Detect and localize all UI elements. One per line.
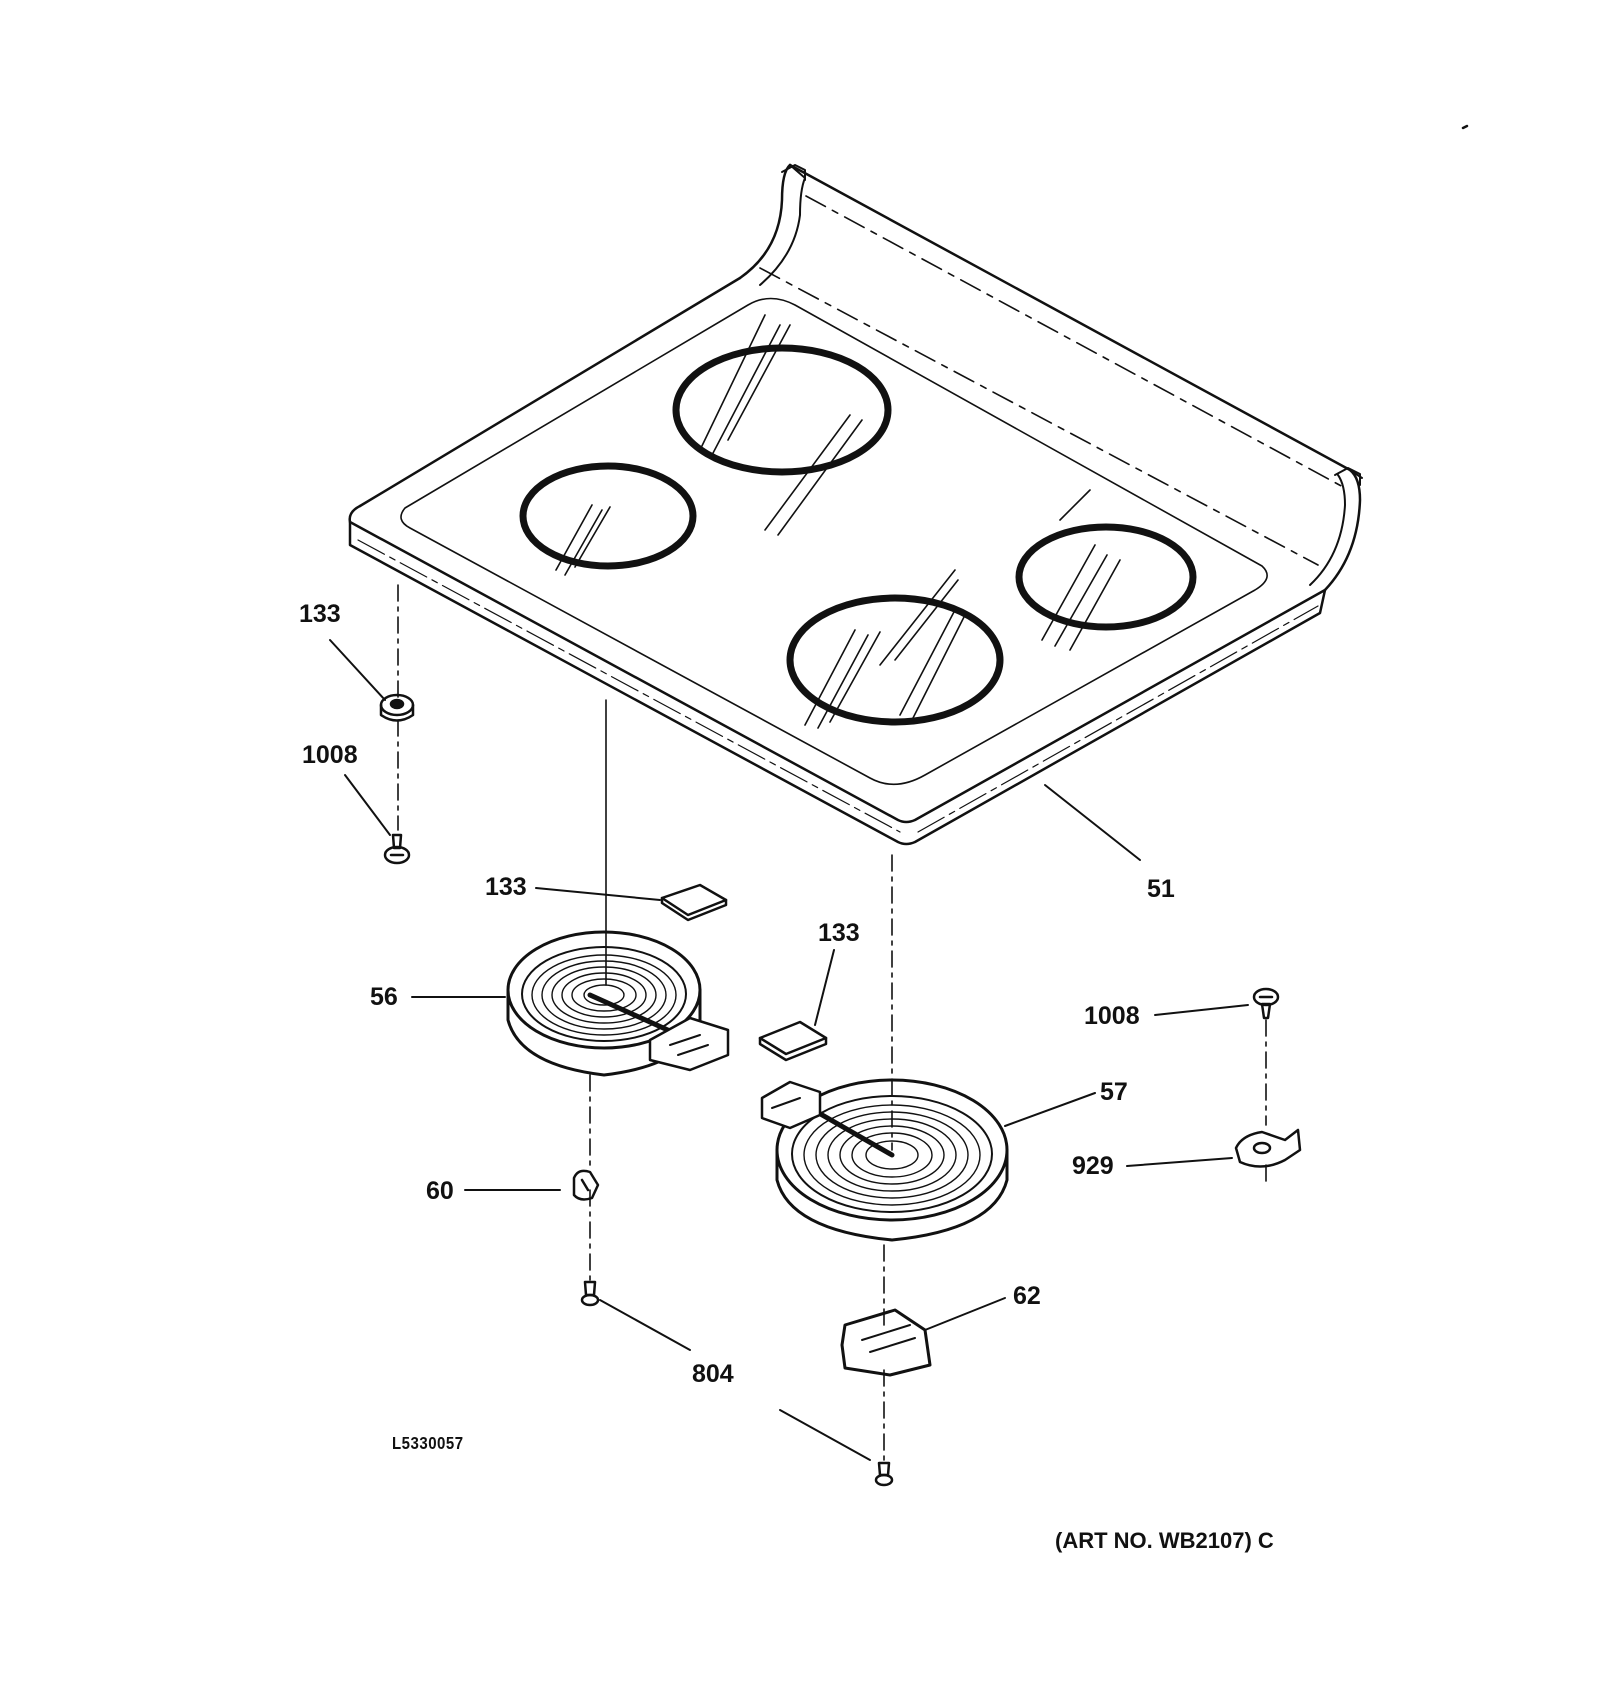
part-60-clip (572, 1169, 600, 1201)
callout-56: 56 (370, 983, 398, 1011)
part-1008-right-screw (1252, 987, 1280, 1020)
callout-1008-right: 1008 (1084, 1002, 1140, 1030)
callout-133-left: 133 (299, 600, 341, 628)
part-57-radiant-element (760, 1078, 1009, 1242)
cooktop-glass (348, 163, 1363, 846)
callout-804: 804 (692, 1360, 734, 1388)
stray-marks (1461, 124, 1469, 130)
callout-1008-left: 1008 (302, 741, 358, 769)
drawing-code: L5330057 (392, 1433, 464, 1454)
callout-51: 51 (1147, 875, 1175, 903)
part-929-bracket (1234, 1128, 1302, 1168)
part-804-screws (580, 1280, 894, 1487)
part-56-radiant-element (506, 930, 730, 1077)
part-133-left-spacer (379, 693, 415, 722)
alignment-lines (397, 584, 1267, 1466)
callout-57: 57 (1100, 1078, 1128, 1106)
art-number: (ART NO. WB2107) C (1055, 1528, 1274, 1553)
part-62-bracket (840, 1308, 932, 1377)
callout-62: 62 (1013, 1282, 1041, 1310)
callout-133-right: 133 (818, 919, 860, 947)
part-1008-left-screw (383, 833, 411, 865)
callout-60: 60 (426, 1177, 454, 1205)
callout-929: 929 (1072, 1152, 1114, 1180)
callout-133-mid: 133 (485, 873, 527, 901)
leader-lines (329, 639, 1249, 1461)
part-133-right-pad (758, 1020, 828, 1062)
part-133-mid-pad (660, 883, 728, 922)
